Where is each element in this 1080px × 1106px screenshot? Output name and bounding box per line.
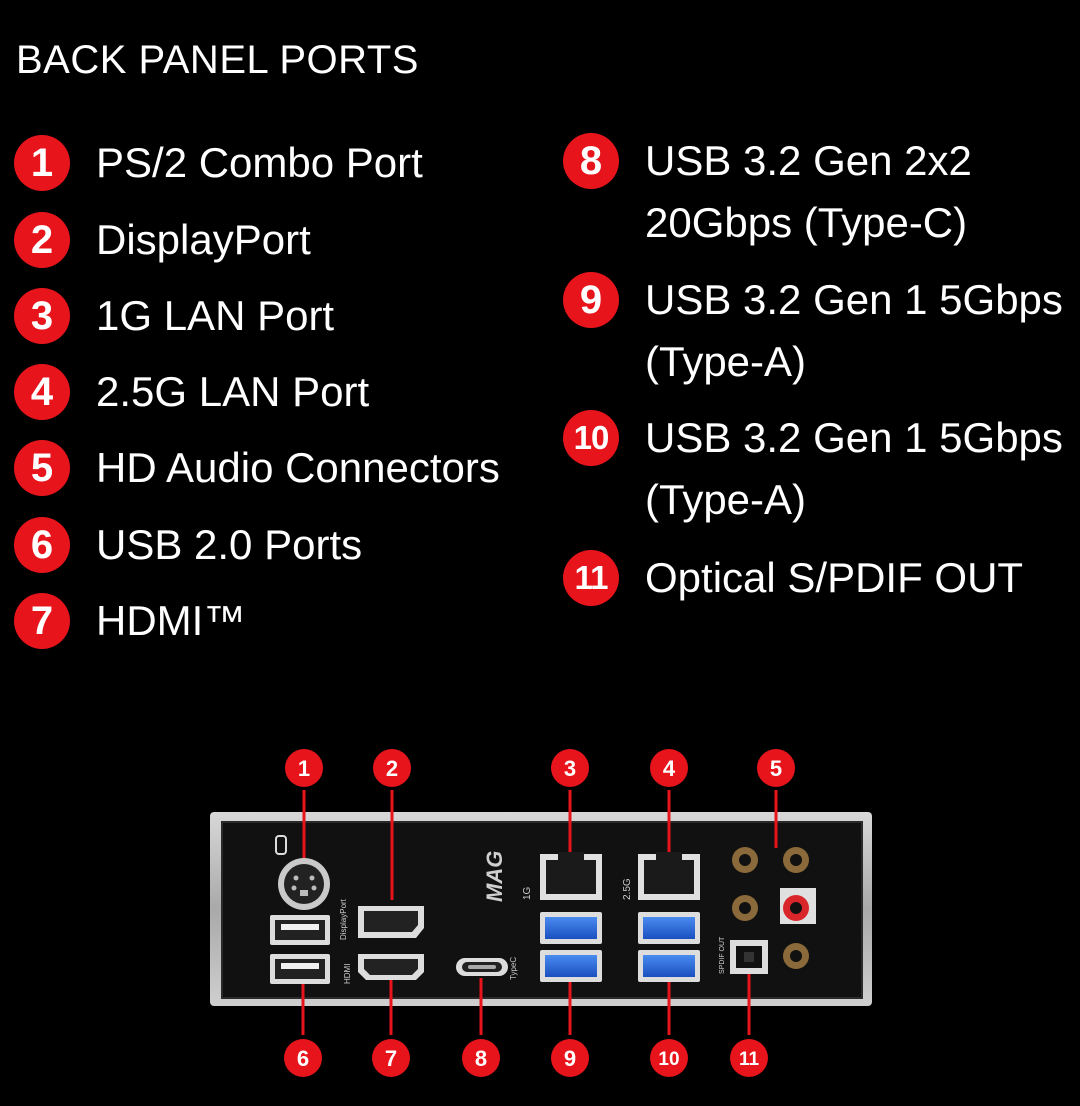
number-badge: 3: [14, 288, 70, 344]
panel-badge-8: 8: [475, 1046, 487, 1071]
port-label: USB 3.2 Gen 1 5Gbps (Type-A): [645, 276, 1063, 385]
panel-label-spdif: SPDIF OUT: [719, 936, 726, 974]
panel-badge-5: 5: [770, 756, 782, 781]
spdif-port: SPDIF OUT: [719, 936, 768, 974]
panel-badge-7: 7: [385, 1046, 397, 1071]
brand-logo: MAG: [482, 851, 507, 902]
number-badge: 8: [563, 133, 619, 189]
port-label: USB 3.2 Gen 1 5Gbps (Type-A): [645, 414, 1063, 523]
list-item-6: 6 USB 2.0 Ports: [14, 517, 362, 576]
lan-1g-port: 1G: [522, 852, 602, 900]
number-badge: 9: [563, 272, 619, 328]
panel-label-typec: TypeC: [509, 957, 518, 980]
usb3-ports: [540, 912, 700, 982]
list-item-11: 11 Optical S/PDIF OUT: [563, 550, 1023, 609]
typec-port: TypeC: [456, 957, 518, 980]
panel-badge-10: 10: [658, 1049, 679, 1070]
panel-badge-4: 4: [663, 756, 676, 781]
list-item-3: 3 1G LAN Port: [14, 288, 334, 347]
port-label: Optical S/PDIF OUT: [645, 554, 1024, 601]
panel-label-displayport: DisplayPort: [339, 898, 348, 940]
port-label: 1G LAN Port: [96, 292, 335, 339]
io-shield-illustration: DisplayPort HDMI MAG TypeC 1G 2.5G: [210, 749, 872, 1077]
port-label: USB 2.0 Ports: [96, 521, 363, 568]
panel-badge-2: 2: [386, 756, 398, 781]
port-label: USB 3.2 Gen 2x2 20Gbps (Type-C): [645, 137, 972, 246]
panel-badge-9: 9: [564, 1046, 576, 1071]
list-item-2: 2 DisplayPort: [14, 212, 311, 271]
port-label: PS/2 Combo Port: [96, 139, 423, 186]
usb2-ports: [270, 915, 330, 984]
panel-label-2-5g: 2.5G: [622, 878, 633, 900]
audio-jacks: [732, 847, 816, 969]
number-badge: 5: [14, 440, 70, 496]
panel-label-hdmi: HDMI: [343, 964, 352, 984]
panel-badge-6: 6: [297, 1046, 309, 1071]
number-badge: 1: [14, 135, 70, 191]
port-label: HD Audio Connectors: [96, 444, 500, 491]
list-item-9: 9 USB 3.2 Gen 1 5Gbps (Type-A): [563, 272, 1063, 393]
number-badge: 11: [563, 550, 619, 606]
panel-badge-1: 1: [298, 756, 310, 781]
displayport-port: DisplayPort: [339, 898, 424, 940]
list-item-10: 10 USB 3.2 Gen 1 5Gbps (Type-A): [563, 410, 1063, 531]
number-badge: 4: [14, 364, 70, 420]
list-item-7: 7 HDMI™: [14, 593, 245, 652]
panel-badge-3: 3: [564, 756, 576, 781]
list-item-1: 1 PS/2 Combo Port: [14, 135, 423, 194]
number-badge: 7: [14, 593, 70, 649]
page-title: BACK PANEL PORTS: [16, 38, 419, 82]
lan-2-5g-port: 2.5G: [622, 852, 700, 900]
ps2-port: [275, 835, 330, 910]
panel-label-1g: 1G: [522, 886, 533, 900]
list-item-4: 4 2.5G LAN Port: [14, 364, 369, 423]
port-label: DisplayPort: [96, 216, 311, 263]
hdmi-port: HDMI: [343, 954, 424, 984]
port-label: 2.5G LAN Port: [96, 368, 370, 415]
number-badge: 10: [563, 410, 619, 466]
panel-badge-11: 11: [739, 1049, 760, 1070]
number-badge: 2: [14, 212, 70, 268]
number-badge: 6: [14, 517, 70, 573]
list-item-8: 8 USB 3.2 Gen 2x2 20Gbps (Type-C): [563, 133, 972, 254]
port-label: HDMI™: [96, 597, 246, 644]
list-item-5: 5 HD Audio Connectors: [14, 440, 500, 499]
